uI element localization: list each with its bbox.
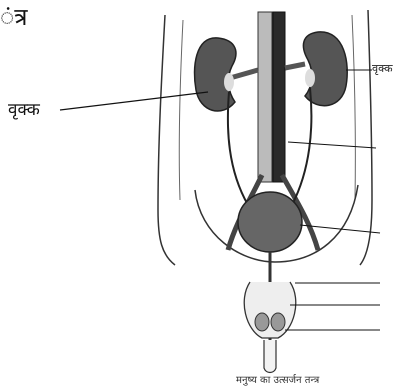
ureter-right (292, 88, 311, 205)
vena-cava (258, 12, 272, 182)
urinary-bladder (238, 192, 302, 252)
kidney-right-hilum (305, 69, 315, 87)
body-outline-right (360, 10, 372, 265)
label-kidney-right: वृक्क (372, 62, 393, 76)
kidney-left-hilum (224, 73, 234, 91)
renal-vessel-right (285, 64, 305, 68)
ureter-left (228, 92, 248, 205)
testis-left (255, 313, 269, 331)
renal-vessel-left (230, 70, 258, 78)
aorta (273, 12, 285, 182)
body-inner-right (352, 15, 355, 200)
leader-ureter (288, 142, 376, 148)
leader-kidney-left (60, 92, 208, 110)
body-outline-left (158, 15, 175, 265)
figure-caption: मनुष्य का उत्सर्जन तन्त्र (236, 374, 319, 388)
body-inner-left (179, 20, 183, 200)
testis-right (271, 313, 285, 331)
label-kidney-left: वृक्क (8, 100, 40, 120)
penis-outline (264, 340, 276, 373)
